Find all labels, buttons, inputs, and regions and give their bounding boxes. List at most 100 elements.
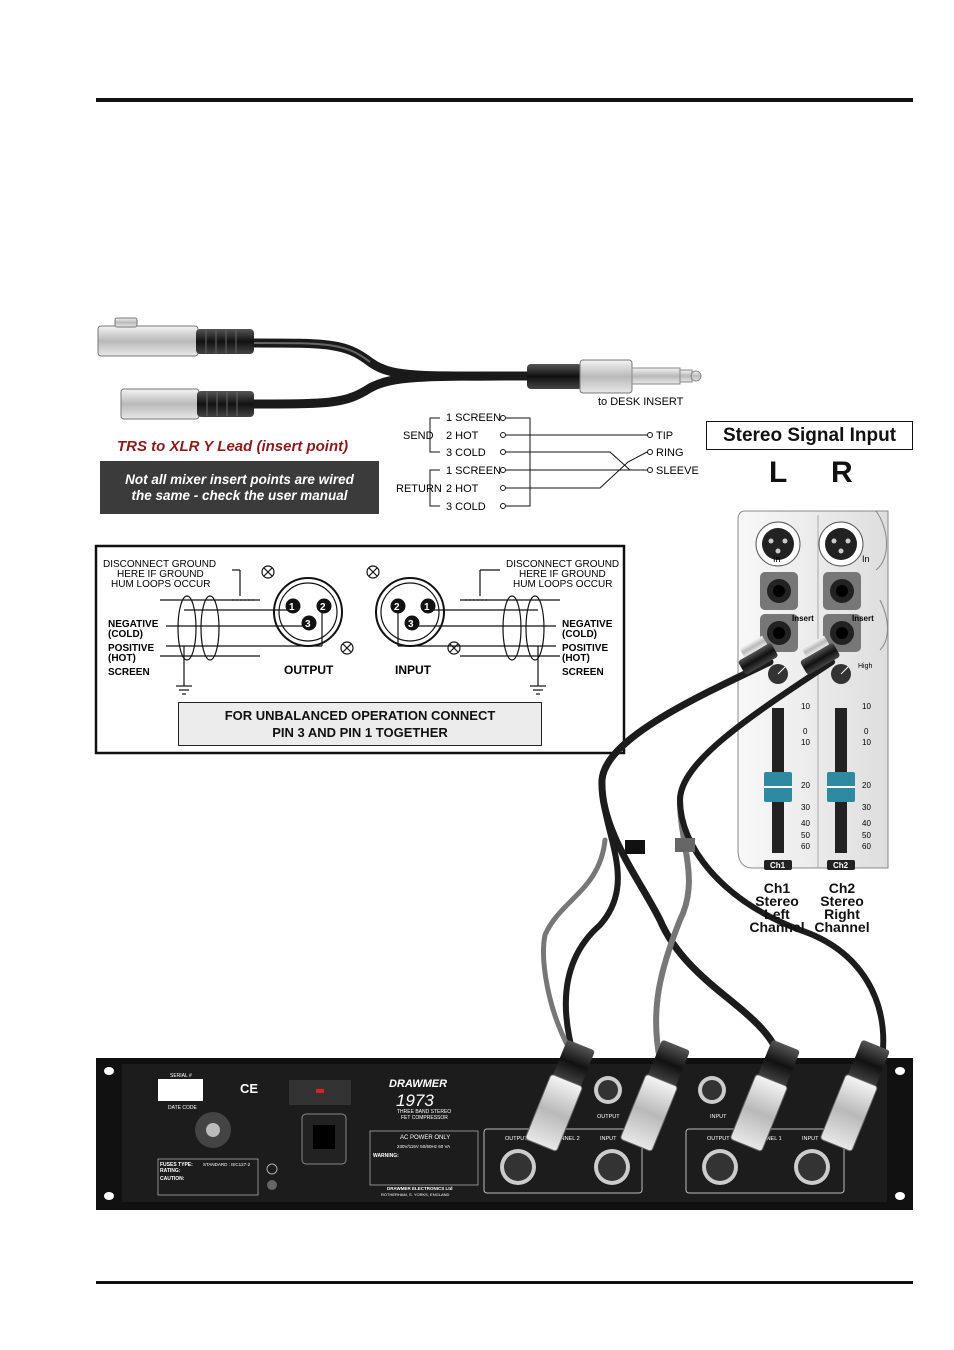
svg-text:1: 1	[289, 602, 295, 613]
insert-warning-box: Not all mixer insert points are wired th…	[100, 461, 379, 514]
svg-text:DRAWMER ELECTRONICS Ltd: DRAWMER ELECTRONICS Ltd	[387, 1186, 453, 1191]
drawmer-rack-unit	[96, 1058, 913, 1210]
ch2-badge: Ch2	[833, 861, 849, 870]
screen-right: SCREEN	[562, 667, 604, 678]
left-channel-label: L	[769, 456, 788, 489]
output-label: OUTPUT	[284, 663, 334, 677]
svg-text:3: 3	[305, 619, 311, 630]
y-lead-title: TRS to XLR Y Lead (insert point)	[117, 438, 349, 455]
svg-text:50: 50	[801, 831, 810, 840]
negative-right: NEGATIVE	[562, 619, 613, 630]
y-cable	[249, 338, 531, 409]
svg-text:2: 2	[320, 602, 326, 613]
svg-text:SERIAL #: SERIAL #	[170, 1073, 192, 1079]
return-pin-3: 3 COLD	[446, 501, 486, 513]
stereo-cables	[541, 658, 887, 1069]
svg-text:230V/115V 50/60Hz 60 VA: 230V/115V 50/60Hz 60 VA	[397, 1144, 450, 1149]
svg-text:0: 0	[864, 727, 869, 736]
return-pin-2: 2 HOT	[446, 483, 479, 495]
mixer-channel-strip	[737, 510, 889, 870]
send-pin-1: 1 SCREEN	[446, 412, 501, 424]
svg-text:INPUT: INPUT	[710, 1114, 727, 1120]
svg-text:10: 10	[801, 702, 810, 711]
svg-text:3: 3	[408, 619, 414, 630]
in-label-1: In	[773, 554, 781, 564]
high-label: High	[858, 663, 873, 670]
svg-text:50: 50	[862, 831, 871, 840]
header-rule	[96, 98, 913, 102]
positive-left: POSITIVE	[108, 643, 154, 654]
cable-jacks	[625, 635, 840, 854]
ring-label: RING	[656, 447, 684, 459]
disconnect-left-2: HERE IF GROUND	[117, 569, 204, 580]
svg-text:40: 40	[801, 819, 810, 828]
tip-label: TIP	[656, 430, 673, 442]
svg-text:THREE BAND STEREO: THREE BAND STEREO	[397, 1109, 451, 1115]
unbalanced-note: FOR UNBALANCED OPERATION CONNECT PIN 3 A…	[178, 702, 542, 746]
disconnect-left-1: DISCONNECT GROUND	[103, 559, 216, 570]
disconnect-left-3: HUM LOOPS OCCUR	[111, 579, 210, 590]
xlr-male-connector	[120, 388, 254, 420]
stereo-signal-input-title: Stereo Signal Input	[706, 421, 913, 450]
right-channel-label: R	[831, 456, 853, 489]
xlr-pinout-drawing	[160, 565, 560, 695]
svg-text:CAUTION:: CAUTION:	[160, 1176, 185, 1182]
svg-text:AC POWER ONLY: AC POWER ONLY	[400, 1135, 450, 1141]
input-pins: 2 1 3	[390, 598, 436, 631]
svg-text:INPUT: INPUT	[802, 1136, 819, 1142]
svg-text:30: 30	[862, 803, 871, 812]
send-pin-3: 3 COLD	[446, 447, 486, 459]
send-label: SEND	[403, 430, 434, 442]
svg-text:10: 10	[862, 702, 871, 711]
in-label-2: In	[862, 554, 870, 564]
trs-jack-connector	[527, 359, 702, 394]
svg-text:1973: 1973	[396, 1091, 434, 1110]
cold-left: (COLD)	[108, 629, 143, 640]
insert-wiring-schematic	[429, 415, 653, 509]
desk-insert-label: to DESK INSERT	[598, 396, 684, 408]
svg-text:20: 20	[801, 781, 810, 790]
screen-left: SCREEN	[108, 667, 150, 678]
return-label: RETURN	[396, 483, 442, 495]
disconnect-right-1: DISCONNECT GROUND	[506, 559, 619, 570]
insert-label-2: Insert	[852, 614, 874, 623]
svg-text:CHANNEL 2: CHANNEL 2	[549, 1136, 580, 1142]
svg-text:STANDARD : IEC127-2: STANDARD : IEC127-2	[203, 1162, 251, 1167]
svg-text:30: 30	[801, 803, 810, 812]
svg-text:60: 60	[862, 842, 871, 851]
svg-text:0: 0	[803, 727, 808, 736]
svg-text:ROTHERHAM, S. YORKS, ENGLAND: ROTHERHAM, S. YORKS, ENGLAND	[381, 1192, 449, 1197]
positive-right: POSITIVE	[562, 643, 608, 654]
rack-xlr-plugs	[525, 1040, 890, 1152]
svg-text:1: 1	[424, 602, 430, 613]
return-pin-1: 1 SCREEN	[446, 465, 501, 477]
unbalanced-line-1: FOR UNBALANCED OPERATION CONNECT	[224, 708, 496, 723]
sleeve-label: SLEEVE	[656, 465, 699, 477]
svg-text:DATE CODE: DATE CODE	[168, 1105, 197, 1111]
disconnect-right-3: HUM LOOPS OCCUR	[513, 579, 612, 590]
send-pin-2: 2 HOT	[446, 430, 479, 442]
rack-labels: SERIAL # DATE CODE CE DRAWMER 1973 THREE…	[160, 1073, 819, 1197]
input-label: INPUT	[395, 663, 432, 677]
svg-text:FET COMPRESSOR: FET COMPRESSOR	[401, 1115, 448, 1121]
cold-right: (COLD)	[562, 629, 597, 640]
svg-text:10: 10	[862, 738, 871, 747]
disconnect-right-2: HERE IF GROUND	[519, 569, 606, 580]
svg-text:DRAWMER: DRAWMER	[389, 1078, 447, 1090]
warning-line-2: the same - check the user manual	[131, 487, 348, 503]
svg-text:OUTPUT: OUTPUT	[597, 1114, 620, 1120]
footer-rule	[96, 1281, 913, 1284]
svg-text:OUTPUT: OUTPUT	[505, 1136, 528, 1142]
svg-text:40: 40	[862, 819, 871, 828]
svg-text:FUSES TYPE:: FUSES TYPE:	[160, 1162, 193, 1168]
insert-label-1: Insert	[792, 614, 814, 623]
warning-line-1: Not all mixer insert points are wired	[125, 471, 354, 487]
unbalanced-line-2: PIN 3 AND PIN 1 TOGETHER	[272, 725, 448, 740]
svg-text:2: 2	[394, 602, 400, 613]
svg-text:INPUT: INPUT	[600, 1136, 617, 1142]
output-pins: 1 2 3	[285, 598, 332, 631]
